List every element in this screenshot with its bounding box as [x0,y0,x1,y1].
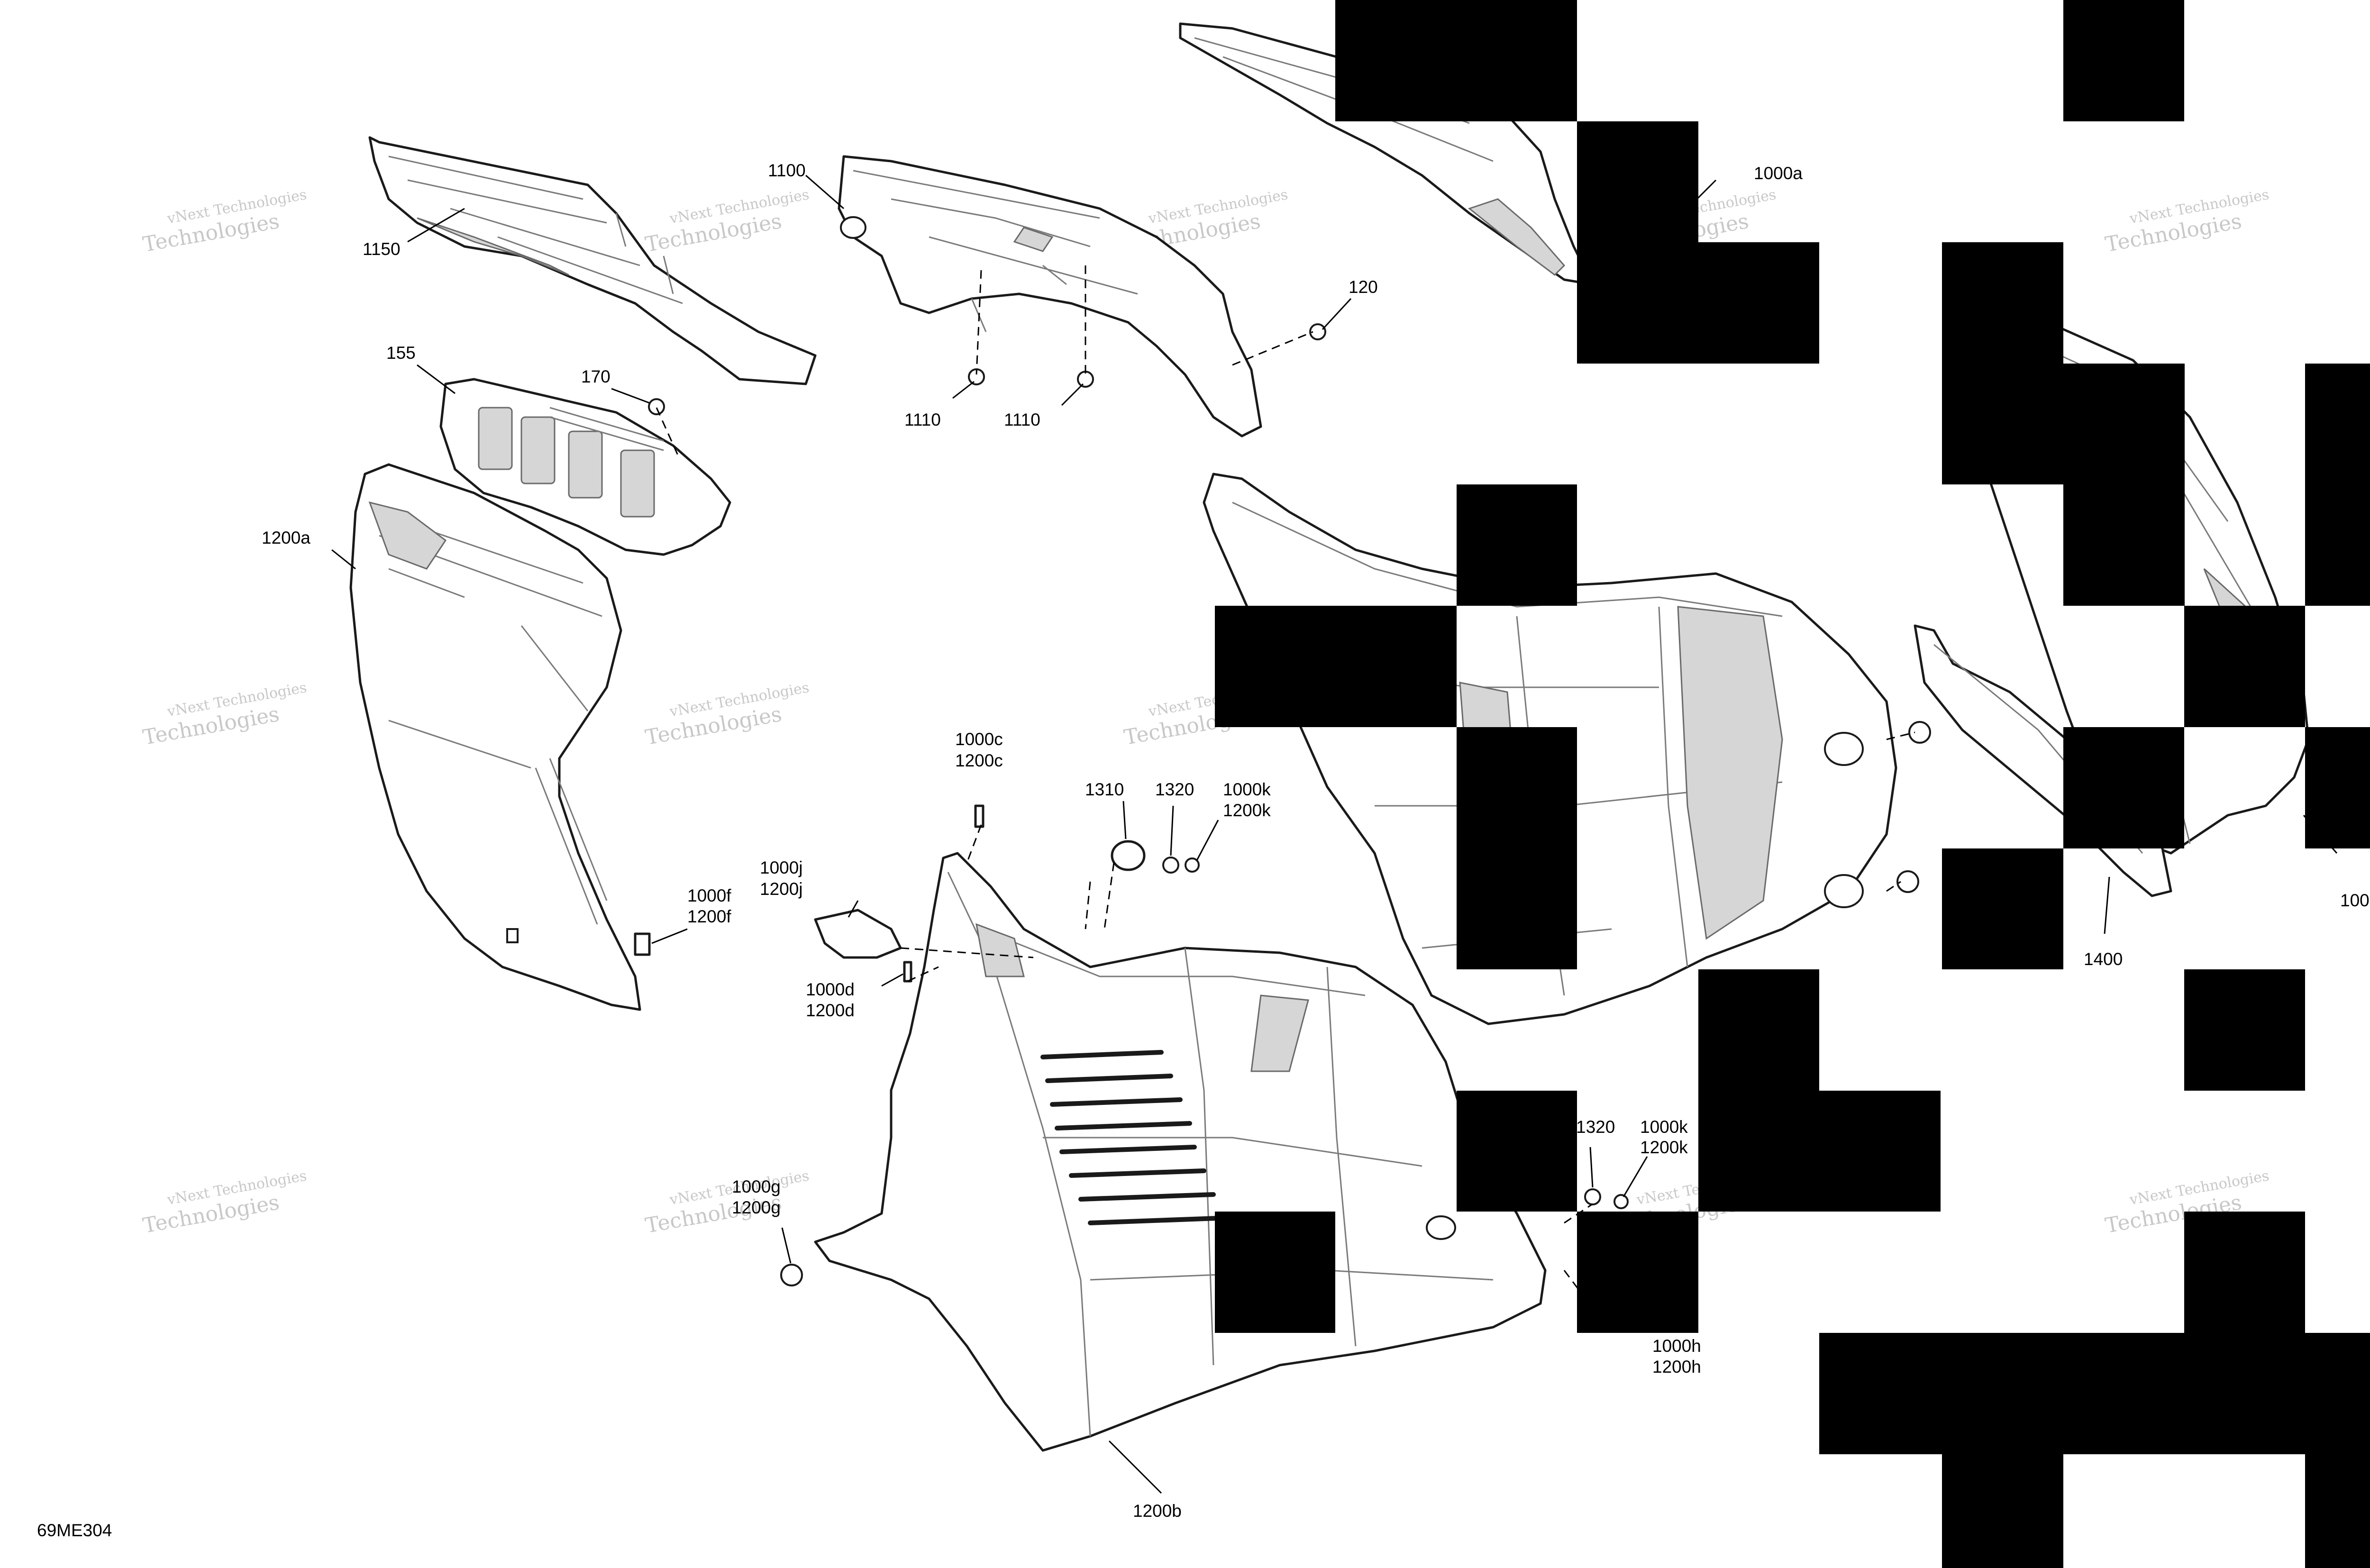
washer [1908,721,1931,744]
part-1320-washer [1584,1188,1601,1205]
part-120-screw [1309,323,1326,340]
label-1200b: 1200b [1133,1501,1182,1521]
label-1200j: 1200j [760,879,803,899]
washer [1896,870,1919,893]
label-1000a: 1000a [1754,164,1803,183]
part-1000j-clip [814,909,902,959]
part-1200a-side-panel [349,463,641,1011]
label-1150: 1150 [363,239,401,259]
part-1110-screw [1077,371,1094,388]
label-1000c: 1000c [955,729,1003,749]
label-1200h: 1200h [1652,1357,1701,1377]
label-1200g: 1200g [732,1198,781,1217]
label-1200d: 1200d [806,1001,855,1020]
label-1000d: 1000d [806,980,855,999]
label-155: 155 [386,343,416,363]
label-1200k-top: 1200k [1223,801,1271,820]
part-1310-fastener [1111,840,1146,871]
part-1110-screw [968,368,985,385]
part-1150-bracket [368,136,817,385]
part-1320-washer [1162,857,1179,874]
label-1320-bottom: 1320 [1576,1117,1615,1137]
label-1400: 1400 [2084,949,2123,969]
part-1000d-pin [903,961,912,983]
part-1000k-screw [1185,857,1200,873]
redaction-blocks [1215,0,2370,1568]
label-1000b: 1000b [2340,891,2370,910]
vent-slats [1040,1050,1221,1225]
label-1000j: 1000j [760,858,803,877]
hardware-parts [634,323,1931,1286]
label-1200f: 1200f [687,907,731,926]
part-1100-upper-panel [838,155,1262,438]
figure-code: 69ME304 [37,1521,112,1540]
part-1000c-pin [974,804,984,828]
part-155-grille [439,378,731,556]
label-1000h: 1000h [1652,1336,1701,1356]
label-1000g: 1000g [732,1177,781,1196]
part-1200b-lower-panel [814,852,1547,1452]
label-1200a: 1200a [262,528,310,547]
label-1100: 1100 [768,161,806,180]
label-1320-top: 1320 [1155,780,1194,799]
part-labels: 1150 1100 1000a 120 155 170 1110 1110 12… [262,161,2370,1521]
part-1000k-screw [1613,1194,1629,1209]
part-1000f-clip [634,932,651,956]
label-1200c: 1200c [955,751,1003,770]
label-1000f: 1000f [687,886,731,905]
label-1110-right: 1110 [1004,410,1040,429]
part-170-screw [648,398,665,415]
part-1000g-washer [780,1264,803,1286]
label-120: 120 [1349,277,1378,297]
label-1200k-bottom: 1200k [1640,1138,1688,1157]
label-1000k-top: 1000k [1223,780,1271,799]
label-1000k-bottom: 1000k [1640,1117,1688,1137]
label-1110-left: 1110 [904,410,941,429]
label-1310: 1310 [1085,780,1124,799]
label-170: 170 [581,367,611,386]
